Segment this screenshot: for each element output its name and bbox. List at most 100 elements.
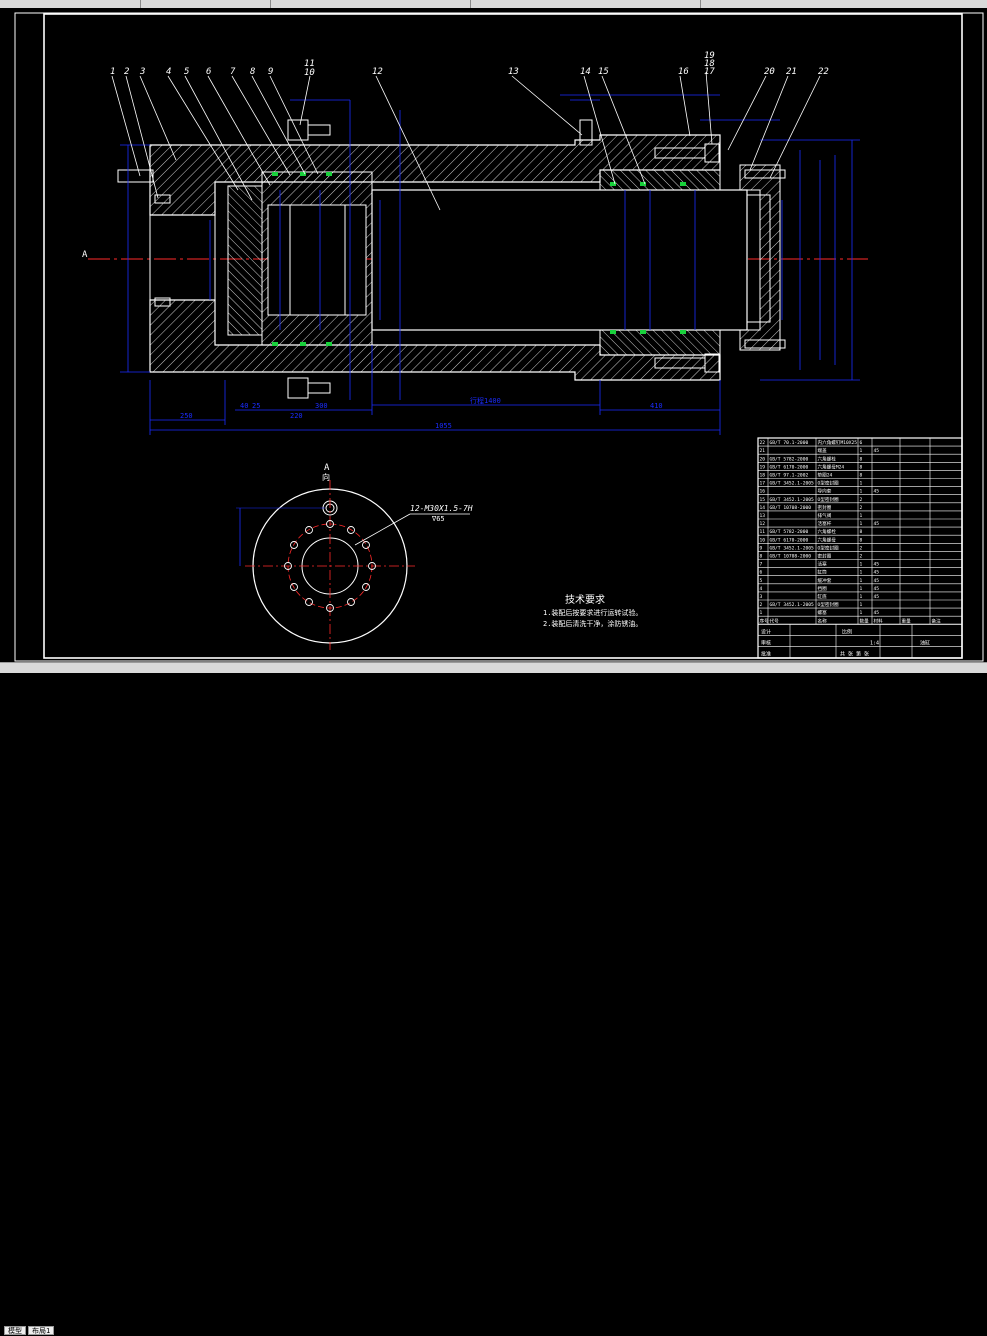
dimension-lines [120, 94, 860, 435]
parts-list-cell: 3 [760, 594, 763, 600]
menu-bar [0, 0, 987, 8]
dim-stroke: 行程1400 [470, 396, 501, 405]
tab-model[interactable]: 模型 [4, 1326, 26, 1335]
parts-list-cell: 45 [874, 610, 880, 616]
bolts [117, 119, 786, 399]
view-label-dir: 向 [322, 472, 330, 482]
parts-list-cell: 18 [760, 473, 766, 479]
parts-list-cell: 2 [860, 554, 863, 560]
part-number: 7 [230, 67, 236, 77]
parts-list-cell: 缓冲套 [818, 577, 832, 584]
parts-list-cell: 45 [874, 489, 880, 495]
parts-list-cell: 垫圈24 [818, 472, 833, 479]
parts-list-cell: 8 [860, 537, 863, 543]
parts-list-cell: 六角螺母 [818, 536, 837, 543]
dim-220: 220 [290, 412, 303, 420]
dim-250: 250 [180, 412, 193, 420]
parts-list-cell: O型密封圈 [818, 601, 840, 608]
parts-list-cell: 1 [860, 594, 863, 600]
parts-list-cell: 15 [760, 497, 766, 503]
dim-40: 40 [240, 402, 248, 410]
tech-line: 2.装配后清洗干净，涂防锈油。 [543, 619, 642, 628]
parts-list-cell: 1 [860, 570, 863, 576]
view-label-letter: A [324, 463, 330, 473]
parts-list-cell: 21 [760, 448, 766, 454]
parts-list-cell: GB/T 3452.1-2005 [770, 602, 814, 608]
part-number: 2 [124, 67, 129, 77]
parts-list-cell: 20 [760, 456, 766, 462]
title-block-text: 设计 [761, 629, 771, 636]
part-number: 9 [268, 67, 273, 77]
part-number: 4 [166, 67, 171, 77]
parts-list-cell: 45 [874, 521, 880, 527]
part-number: 22 [818, 67, 829, 77]
parts-list-cell: 1 [860, 489, 863, 495]
part-number: 13 [508, 67, 519, 77]
part-number: 8 [250, 67, 255, 77]
parts-list-cell: GB/T 3452.1-2005 [770, 545, 814, 551]
parts-list-cell: O型密封圈 [818, 496, 840, 503]
parts-list-cell: 活塞 [818, 561, 828, 568]
parts-list-cell: 8 [760, 554, 763, 560]
parts-list-cell: 1 [860, 562, 863, 568]
parts-list-cell: 9 [760, 545, 763, 551]
parts-list-cell: 2 [860, 505, 863, 511]
cad-drawing-canvas[interactable]: A [0, 8, 987, 662]
parts-list-cell: O型密封圈 [818, 544, 840, 551]
parts-list-cell: 8 [860, 529, 863, 535]
bolt-holes [284, 520, 376, 612]
title-block-text: 1:4 [870, 641, 879, 647]
parts-list-cell: 1 [860, 481, 863, 487]
parts-list-cell: 14 [760, 505, 766, 511]
parts-list-cell: 10 [760, 537, 766, 543]
parts-list-cell: 1 [860, 602, 863, 608]
parts-list-cell: 六角螺栓 [818, 455, 837, 462]
parts-list-cell: 缸底 [818, 593, 828, 600]
parts-list-cell: 16 [760, 489, 766, 495]
parts-list-cell: 排气阀 [818, 512, 832, 519]
tab-layout1[interactable]: 布局1 [28, 1326, 55, 1335]
tech-title: 技术要求 [565, 593, 605, 606]
leader-lines [111, 71, 821, 211]
parts-list-cell: O型密封圈 [818, 480, 840, 487]
parts-list-cell: GB/T 6170-2000 [770, 537, 809, 543]
part-number: 1 [110, 67, 115, 77]
part-number: 14 [580, 67, 591, 77]
dim-overall-length: 1055 [435, 422, 452, 430]
part-number: 20 [764, 67, 775, 77]
parts-list-cell: 11 [760, 529, 766, 535]
part-number: 6 [206, 67, 211, 77]
title-block-text: 批准 [761, 651, 771, 658]
parts-list-cell: 45 [874, 586, 880, 592]
parts-list-header: 序号 [760, 617, 770, 624]
parts-list-cell: 22 [760, 440, 766, 446]
part-number: 10 [304, 68, 315, 78]
title-block-text: 油缸 [920, 640, 930, 647]
parts-list-cell: 45 [874, 578, 880, 584]
parts-list-cell: 6 [760, 570, 763, 576]
parts-list-cell: GB/T 70.1-2000 [770, 440, 809, 446]
parts-list-cell: 2 [760, 602, 763, 608]
thread-callout: 12-M30X1.5-7H [410, 504, 473, 513]
parts-list-cell: 19 [760, 464, 766, 470]
dim-25: 25 [252, 402, 260, 410]
parts-list-cell: 1 [860, 586, 863, 592]
parts-list-cell: GB/T 97.1-2002 [770, 473, 809, 479]
parts-list-cell: 螺塞 [818, 609, 828, 616]
view-a-flange: A 向 12-M30X1.5-7H ∇65 [236, 463, 473, 650]
parts-list-cell: 六角螺母M24 [818, 463, 845, 470]
parts-list-header: 重量 [902, 617, 912, 624]
cylinder-section [149, 134, 781, 381]
parts-list-cell: 1 [860, 448, 863, 454]
parts-list-cell: 1 [860, 513, 863, 519]
parts-list-cell: 六角螺栓 [818, 528, 837, 535]
parts-list-cell: GB/T 5782-2000 [770, 529, 809, 535]
part-number-labels: 1 2 3 4 5 6 7 8 9 10 11 12 13 14 15 16 1… [110, 51, 829, 78]
parts-list-cell: 密封圈 [818, 504, 832, 511]
parts-list-cell: 4 [760, 586, 763, 592]
parts-list-cell: 密封圈 [818, 553, 832, 560]
parts-list-header: 代号 [770, 617, 780, 624]
technical-requirements: 技术要求 1.装配后按要求进行运转试验。 2.装配后清洗干净，涂防锈油。 [543, 593, 642, 628]
parts-list-cell: 45 [874, 448, 880, 454]
